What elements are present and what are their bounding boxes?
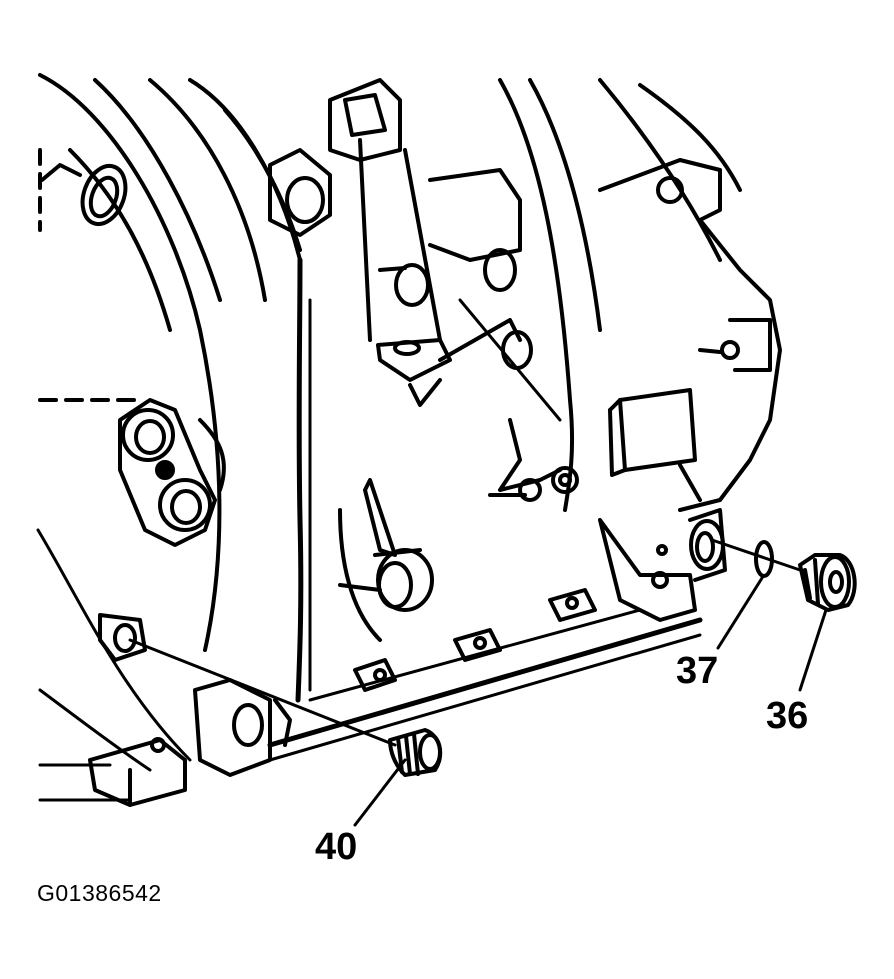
callout-37: 37 (676, 650, 719, 692)
case-body (88, 78, 782, 807)
leader-36 (798, 608, 828, 692)
figure-id: G01386542 (37, 880, 162, 906)
callout-40: 40 (315, 826, 358, 868)
plug-36 (798, 553, 857, 612)
seal-37 (710, 538, 802, 578)
callout-36: 36 (766, 695, 809, 737)
leader-lines (353, 576, 828, 827)
leader-40 (353, 758, 407, 827)
leader-37 (716, 576, 764, 650)
